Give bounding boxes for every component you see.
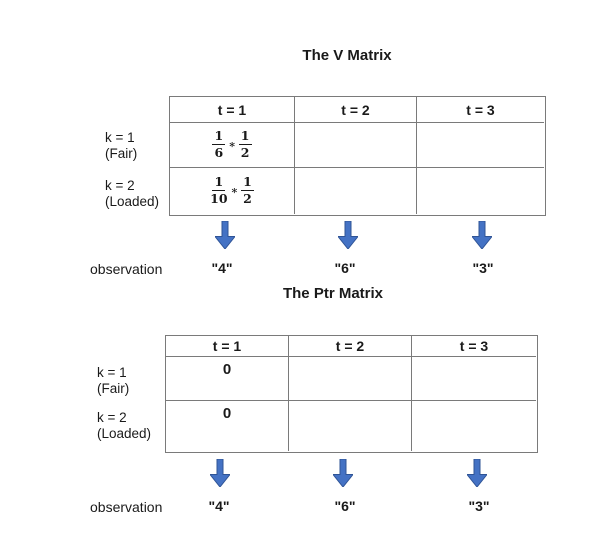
fraction-denominator: 6 [214,144,224,160]
fraction-numerator: 1 [212,128,226,145]
row-label-line: k = 2 [105,178,135,193]
v-cell-loaded-t3 [417,168,544,214]
ptr-cell-fair-t3 [412,357,536,401]
row-label-line: k = 1 [97,365,127,380]
v-cell-fair-t3 [417,123,544,168]
multiply-operator: ∗ [228,137,236,151]
ptr-header-t2: t = 2 [289,336,412,357]
ptr-row-label-loaded: k = 2 (Loaded) [97,410,151,442]
ptr-observation-t1: "4" [208,498,230,514]
ptr-cell-loaded-t3 [412,401,536,451]
down-arrow-icon [472,221,492,249]
v-observation-t1: "4" [211,260,233,276]
row-label-line: (Loaded) [105,194,160,209]
v-cell-loaded-t2 [295,168,417,214]
v-observation-label: observation [90,261,163,277]
ptr-cell-loaded-t1: 0 [166,401,289,451]
v-observation-t2: "6" [334,260,356,276]
v-row-label-loaded: k = 2 (Loaded) [105,178,159,210]
ptr-cell-loaded-t2 [289,401,412,451]
ptr-observation-label: observation [90,499,163,515]
row-label-line: (Fair) [97,381,130,396]
fraction: 1 6 [212,128,226,160]
row-label-line: k = 2 [97,410,127,425]
ptr-matrix-title: The Ptr Matrix [282,285,384,302]
down-arrow-icon [333,459,353,487]
ptr-header-t1: t = 1 [166,336,289,357]
v-row-label-fair: k = 1 (Fair) [105,130,137,162]
ptr-matrix-table: t = 1 t = 2 t = 3 0 0 [165,335,538,453]
v-header-t3: t = 3 [417,97,544,123]
down-arrow-icon [210,459,230,487]
row-label-line: k = 1 [105,130,135,145]
v-cell-loaded-t1: 1 10 ∗ 1 2 [170,168,295,214]
v-cell-fair-t2 [295,123,417,168]
fraction: 1 2 [238,128,252,160]
v-observation-t3: "3" [472,260,494,276]
down-arrow-icon [338,221,358,249]
multiply-operator: ∗ [230,183,239,197]
ptr-cell-fair-t1: 0 [166,357,289,401]
row-label-line: (Loaded) [97,426,152,441]
fraction-numerator: 1 [238,128,252,145]
fraction: 1 2 [241,175,254,205]
v-matrix-title: The V Matrix [302,47,392,64]
ptr-observation-t3: "3" [468,498,490,514]
v-cell-fair-t1: 1 6 ∗ 1 2 [170,123,295,168]
fraction-denominator: 10 [210,190,228,206]
fraction: 1 10 [210,175,227,205]
ptr-observation-t2: "6" [334,498,356,514]
ptr-header-t3: t = 3 [412,336,536,357]
ptr-cell-fair-t2 [289,357,412,401]
v-matrix-table: t = 1 t = 2 t = 3 1 6 ∗ 1 2 1 10 ∗ 1 2 [169,96,546,216]
fraction-denominator: 2 [240,144,250,160]
down-arrow-icon [215,221,235,249]
fraction-denominator: 2 [243,190,252,206]
v-header-t1: t = 1 [170,97,295,123]
ptr-row-label-fair: k = 1 (Fair) [97,365,129,397]
fraction-numerator: 1 [212,174,226,191]
v-header-t2: t = 2 [295,97,417,123]
row-label-line: (Fair) [105,146,138,161]
fraction-numerator: 1 [241,174,254,191]
down-arrow-icon [467,459,487,487]
